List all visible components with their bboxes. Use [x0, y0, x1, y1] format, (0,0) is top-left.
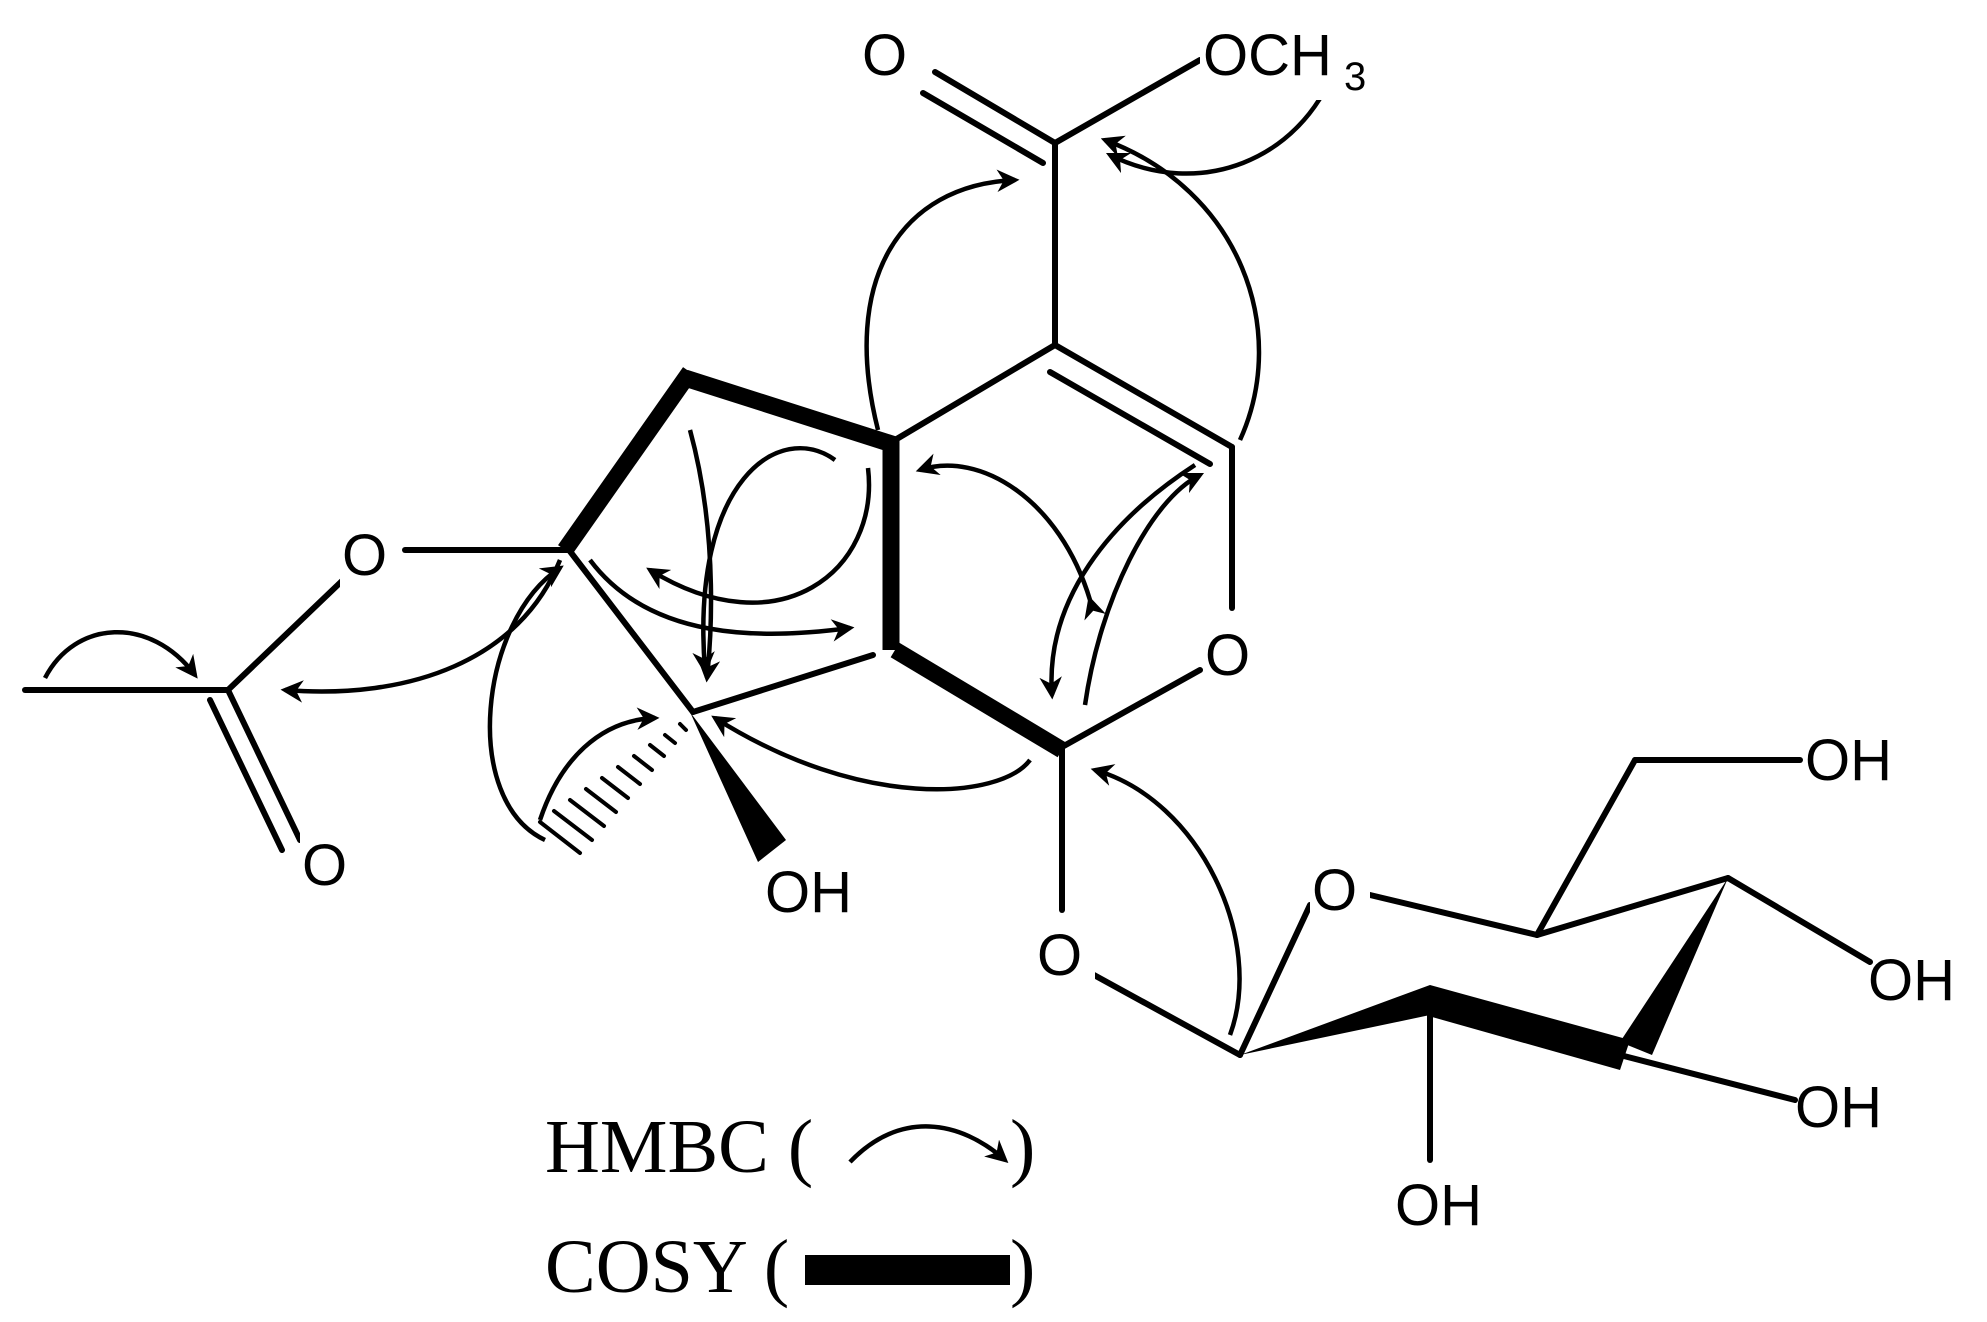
c8-hydroxyl: OH	[765, 860, 852, 925]
legend-hmbc-arrow	[848, 1124, 1009, 1164]
hashed-wedge	[538, 722, 688, 855]
glycosidic-oxygen: O	[1037, 923, 1082, 988]
methoxy-label: OCH	[1203, 23, 1332, 88]
glucose-oh-2: OH	[1395, 1173, 1482, 1238]
atom-labels: O OCH 3 O O O OH O O OH OH OH OH	[300, 20, 1955, 1238]
bonds	[22, 57, 1873, 1163]
legend-cosy-bar	[805, 1255, 1010, 1285]
pyran-ring-oxygen: O	[1205, 623, 1250, 688]
legend-cosy-close: )	[1010, 1225, 1035, 1309]
glucose-oh-6: OH	[1805, 728, 1892, 793]
carbonyl-top-oxygen: O	[862, 23, 907, 88]
cosy-bonds	[558, 367, 1067, 758]
glucose-ring-oxygen: O	[1312, 858, 1357, 923]
methoxy-subscript: 3	[1344, 55, 1366, 99]
legend-hmbc-label: HMBC (	[545, 1105, 813, 1189]
hmbc-correlations	[43, 67, 1338, 1036]
glucose-oh-4: OH	[1868, 948, 1955, 1013]
legend-hmbc-close: )	[1010, 1105, 1035, 1189]
glucose-oh-3: OH	[1795, 1075, 1882, 1140]
acetate-ester-oxygen: O	[342, 523, 387, 588]
legend-cosy-label: COSY (	[545, 1225, 789, 1309]
legend: HMBC ( ) COSY ( )	[545, 1105, 1035, 1309]
acetate-carbonyl-oxygen: O	[302, 833, 347, 898]
stereo-wedges	[690, 712, 1728, 1070]
